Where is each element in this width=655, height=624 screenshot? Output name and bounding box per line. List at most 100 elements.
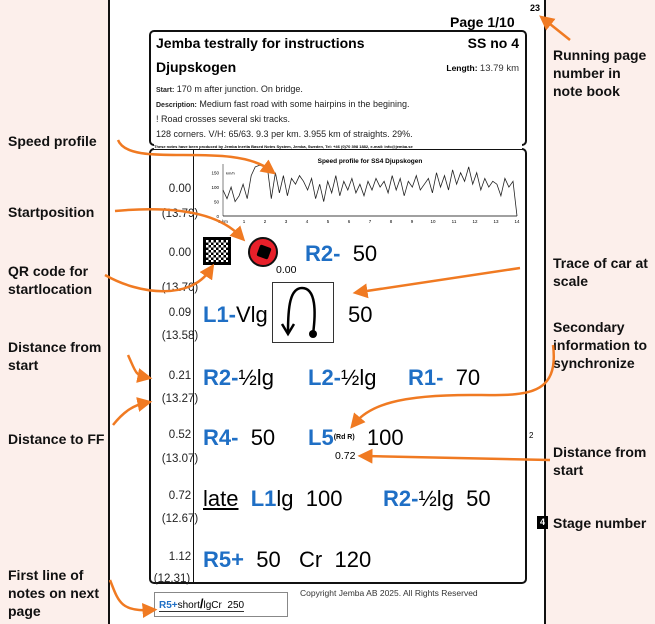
x-tick-label: 9 [411,219,414,224]
x-tick-label: 10 [430,219,436,224]
note-r4: R4- [203,425,239,450]
speed-line [222,164,518,217]
note-modifier: lg [276,486,294,511]
start-distance: 0.00 [276,264,297,276]
rally-title: Jemba testrally for instructions [156,35,365,51]
x-tick-label: 4 [306,219,309,224]
next-note-corner: R5+ [159,600,178,611]
y-tick-label: 100 [211,185,219,190]
description-value: Medium fast road with some hairpins in t… [199,99,410,109]
note-modifier: ½lg [418,486,454,511]
note-100: 100 [366,425,404,450]
next-note-separator: / [199,596,204,611]
note-100: 100 [305,486,343,511]
stage-label: SS no 4 [467,35,519,51]
note-l2: L2- [308,365,341,390]
secondary-distance: 0.72 [335,450,356,462]
distance-column-divider [193,150,194,582]
stage-name: Djupskogen [156,59,237,75]
distance-to-finish: (12.31) [153,573,191,585]
note-l1: L1 [250,486,277,511]
chart-title: Speed profile for SS4 Djupskogen [318,158,423,165]
x-tick-label: 5 [327,219,330,224]
distance-to-finish: (13.58) [161,330,199,342]
x-tick-label: 6 [348,219,351,224]
annotation-running-page: Running page number in note book [553,47,647,99]
next-note-distance: 250 [227,600,245,611]
note-r2: R2- [383,486,419,511]
annotation-first-line: First line of notes on next page [8,567,100,619]
note-50: 50 [250,425,276,450]
next-note-modifier2: lgCr [203,600,222,611]
note-50: 50 [352,241,378,266]
distance-from-start: 0.72 [168,490,192,502]
length-value: 13.79 km [479,63,519,74]
x-tick-label: 14 [514,219,520,224]
distance-from-start: 1.12 [168,551,192,563]
annotation-distance-start-2: Distance from start [553,444,647,478]
distance-from-start: 0.52 [168,429,192,441]
note-l1: L1- [203,302,236,327]
page-label: Page 1/10 [450,14,515,30]
x-tick-label: 13 [493,219,499,224]
note-speed-50: 50 [348,302,373,327]
note-120: 120 [334,547,372,572]
note-modifier: Vlg [236,302,268,327]
distance-from-start: 0.09 [168,307,192,319]
y-tick-label: 150 [211,171,219,176]
note-70: 70 [455,365,481,390]
distance-to-finish: (12.67) [161,513,199,525]
x-tick-label: 12 [472,219,478,224]
copyright: Copyright Jemba AB 2025. All Rights Rese… [300,588,478,598]
qr-code[interactable] [203,237,231,265]
note-r5: R5+ [203,547,244,572]
start-value: 170 m after junction. On bridge. [176,84,303,94]
note-late: late [203,486,239,511]
note-50: 50 [256,547,281,572]
note-modifier: ½lg [238,365,274,390]
running-page-number: 23 [529,3,540,13]
note-r2: R2- [203,365,239,390]
y-axis-label: km/h [226,171,235,176]
start-label: Start: [156,87,175,94]
note-50: 50 [466,486,491,511]
note-modifier: ½lg [341,365,377,390]
note-r2: R2- [305,241,341,266]
stats-text: 128 corners. V/H: 65/63. 9.3 per km. 3.9… [156,129,413,139]
distance-from-start: 0.00 [168,183,192,195]
stage-number-badge: 4 [537,516,548,529]
y-tick-label: 50 [214,200,220,205]
side-mark: 2 [529,431,534,440]
x-tick-label: 3 [285,219,288,224]
annotation-startposition: Startposition [8,204,95,220]
annotation-speed-profile: Speed profile [8,133,97,149]
annotation-stage-number: Stage number [553,515,647,531]
distance-from-start: 0.00 [168,247,192,259]
note-crest: Cr [299,547,323,572]
stage-header-box: Jemba testrally for instructions SS no 4… [149,30,527,146]
annotation-distance-start: Distance from start [8,339,102,373]
x-tick-label: 7 [369,219,372,224]
start-position-icon [248,237,278,267]
length-label: Length: [446,63,478,73]
distance-to-finish: (13.27) [161,393,199,405]
annotation-qr: QR code for startlocation [8,263,93,297]
annotation-distance-ff: Distance to FF [8,431,105,447]
note-l5: L5 [308,425,334,450]
annotation-trace: Trace of car at scale [553,255,648,289]
x-tick-label: 8 [390,219,393,224]
next-note-modifier: short [177,600,200,611]
next-page-first-line-box: R5+short/lgCr 250 [154,592,288,617]
arrow [539,15,571,41]
notice-text: These notes have been produced by Jemba … [154,144,522,149]
x-tick-label: 1 [243,219,246,224]
distance-to-finish: (13.07) [161,453,199,465]
distance-to-finish: (13.79) [161,208,199,220]
car-trace-icon [272,282,334,343]
x-tick-label: 0 km [218,219,228,224]
description-label: Description: [156,102,197,109]
x-tick-label: 2 [264,219,267,224]
speed-profile-chart: Speed profile for SS4 Djupskogenkm/h0501… [211,158,520,224]
x-tick-label: 11 [452,219,457,224]
note-r1: R1- [408,365,444,390]
